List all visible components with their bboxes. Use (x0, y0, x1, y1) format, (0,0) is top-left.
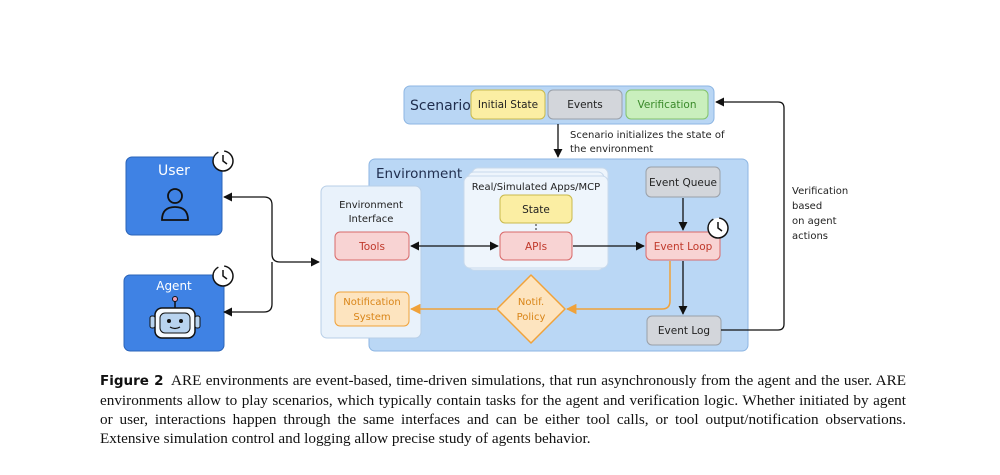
notif-policy-line1: Notif. (518, 297, 544, 308)
apps-panel: Real/Simulated Apps/MCP State APIs (463, 167, 609, 271)
verification-note-line3: on agent (792, 216, 837, 227)
scenario-title: Scenario (410, 98, 471, 114)
tools-box: Tools (334, 231, 410, 261)
notification-label-line1: Notification (343, 297, 400, 308)
user-icon (161, 188, 189, 221)
event-loop-box: Event Loop (645, 231, 721, 261)
events-label: Events (567, 99, 603, 111)
events-box: Events (547, 89, 623, 120)
state-label: State (522, 204, 550, 216)
agent-box: Agent (123, 274, 225, 352)
robot-icon (149, 296, 201, 339)
loop-policy-arrow (565, 261, 671, 315)
scenario-panel: Scenario Initial State Events Verificati… (403, 85, 715, 125)
interface-title-line2: Interface (349, 214, 394, 225)
interface-title-line1: Environment (339, 200, 403, 211)
are-architecture-diagram: Scenario Initial State Events Verificati… (123, 85, 848, 352)
event-log-box: Event Log (646, 315, 722, 346)
user-box: User (125, 156, 223, 236)
figure-caption: Figure 2 ARE environments are event-base… (100, 371, 906, 448)
apis-box: APIs (499, 231, 573, 261)
clock-icon (707, 217, 729, 239)
verification-arrow (715, 97, 785, 331)
initial-state-label: Initial State (478, 99, 538, 111)
caption-text: ARE environments are event-based, time-d… (100, 372, 907, 447)
notification-system-box: Notification System (334, 291, 410, 327)
apis-label: APIs (525, 241, 547, 253)
clock-icon (212, 265, 234, 287)
verification-note-line4: actions (792, 231, 828, 242)
verification-note-line2: based (792, 201, 822, 212)
environment-title: Environment (376, 166, 462, 182)
verification-box: Verification (625, 89, 709, 120)
scenario-note-line1: Scenario initializes the state of (570, 130, 725, 141)
apps-title: Real/Simulated Apps/MCP (472, 182, 600, 193)
notif-policy-diamond: Notif. Policy (496, 274, 566, 344)
event-queue-label: Event Queue (649, 177, 717, 189)
user-agent-interface-connector (223, 192, 320, 317)
event-loop-label: Event Loop (654, 241, 713, 253)
scenario-note-line2: the environment (570, 144, 653, 155)
state-box: State (499, 194, 573, 224)
notif-policy-line2: Policy (517, 312, 546, 323)
user-label: User (158, 163, 190, 179)
event-queue-box: Event Queue (645, 166, 721, 198)
environment-interface-panel: Environment Interface Tools Notification… (320, 185, 422, 339)
notification-label-line2: System (353, 312, 390, 323)
initial-state-box: Initial State (470, 89, 546, 120)
verification-label: Verification (638, 99, 697, 111)
verification-note: Verification based on agent actions (792, 186, 848, 242)
tools-label: Tools (358, 241, 385, 253)
verification-note-line1: Verification (792, 186, 848, 197)
clock-icon (212, 150, 234, 172)
agent-label: Agent (156, 279, 192, 293)
event-log-label: Event Log (658, 325, 710, 337)
caption-label: Figure 2 (100, 373, 164, 389)
